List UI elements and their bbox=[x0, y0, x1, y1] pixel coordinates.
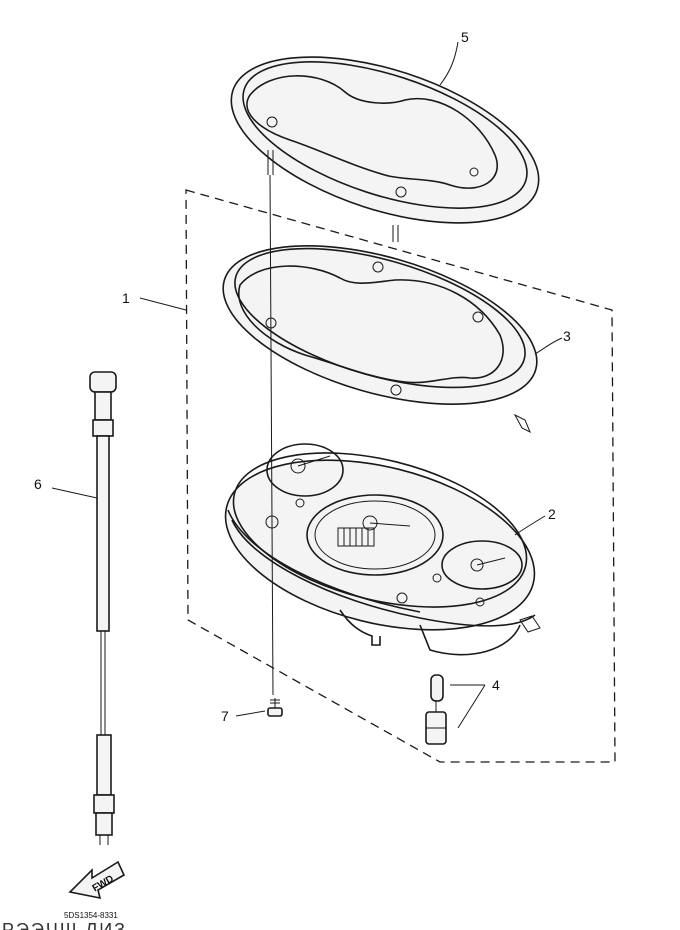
bottom-cut-text: РЭЭЧШ ЛИЗ bbox=[2, 920, 127, 930]
leader-lines bbox=[51, 41, 563, 729]
callout-2: 2 bbox=[548, 506, 556, 522]
part-2-meter-body bbox=[224, 443, 541, 656]
callout-5: 5 bbox=[461, 29, 469, 45]
callout-7: 7 bbox=[221, 708, 229, 724]
callout-4: 4 bbox=[492, 677, 500, 693]
part-4-bulb-socket bbox=[425, 674, 447, 745]
forward-direction-arrow: FWD bbox=[68, 860, 126, 900]
assembly-boundary bbox=[185, 189, 616, 763]
callout-3: 3 bbox=[563, 328, 571, 344]
part-3-gasket bbox=[222, 245, 538, 434]
part-5-outer-cover bbox=[230, 56, 540, 242]
callout-1: 1 bbox=[122, 290, 130, 306]
callout-6: 6 bbox=[34, 476, 42, 492]
part-7-screw bbox=[267, 698, 283, 717]
part-6-speedometer-cable bbox=[89, 371, 117, 845]
drawing-code: 5DS1354-8331 bbox=[64, 911, 118, 920]
screw-alignment-line bbox=[269, 174, 274, 696]
